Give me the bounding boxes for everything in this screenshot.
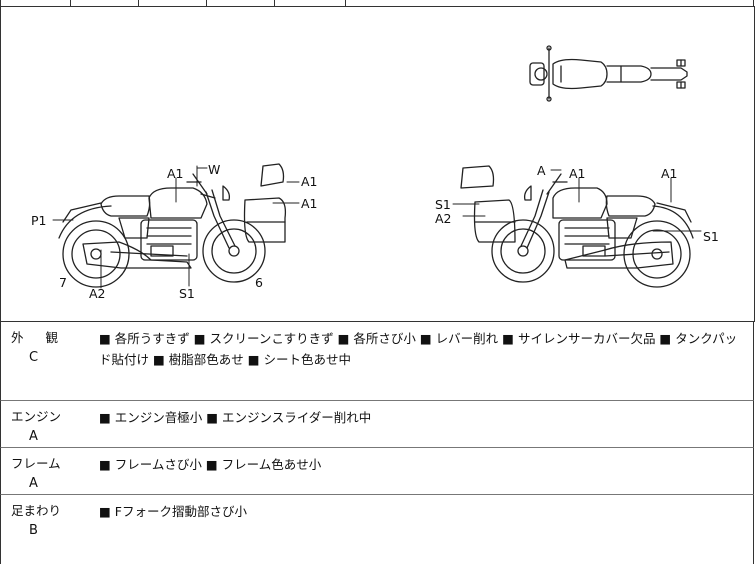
row-engine-label: エンジン — [11, 409, 62, 424]
label-a1-topbox: A1 — [301, 174, 318, 189]
row-frame: フレーム A ■ フレームさび小 ■ フレーム色あせ小 — [0, 448, 754, 495]
label-w: W — [208, 162, 220, 177]
row-frame-grade: A — [29, 476, 38, 491]
row-suspension-text: ■ Fフォーク摺動部さび小 — [99, 504, 247, 519]
row-suspension: 足まわり B ■ Fフォーク摺動部さび小 — [0, 495, 754, 564]
label-a1-tank: A1 — [167, 166, 184, 181]
label-a1-sidecase: A1 — [301, 196, 318, 211]
label-a2-sidecase: A2 — [435, 211, 452, 226]
damage-diagram: A1 W A1 A1 P1 7 A2 S1 6 A A1 A1 S1 A2 S1 — [0, 6, 755, 322]
label-s1: S1 — [179, 286, 195, 301]
row-engine-grade: A — [29, 429, 38, 444]
left-labels: A1 W A1 A1 P1 7 A2 S1 6 — [31, 162, 318, 301]
row-exterior-text: ■ 各所うすきず ■ スクリーンこすりきず ■ 各所さび小 ■ レバー削れ ■ … — [99, 331, 738, 367]
condition-table: 外観 C ■ 各所うすきず ■ スクリーンこすりきず ■ 各所さび小 ■ レバー… — [0, 322, 754, 564]
label-a2: A2 — [89, 286, 106, 301]
left-leader-lines — [52, 165, 300, 289]
row-engine: エンジン A ■ エンジン音極小 ■ エンジンスライダー削れ中 — [0, 401, 754, 448]
row-suspension-category: 足まわり B — [11, 501, 81, 541]
right-leader-lines — [452, 169, 702, 232]
label-a1-tank-right: A1 — [569, 166, 586, 181]
row-exterior-category: 外観 C — [11, 328, 81, 368]
motorcycle-diagram-svg: A1 W A1 A1 P1 7 A2 S1 6 A A1 A1 S1 A2 S1 — [31, 45, 719, 301]
label-6: 6 — [255, 275, 263, 290]
label-a1-seat-right: A1 — [661, 166, 678, 181]
row-exterior: 外観 C ■ 各所うすきず ■ スクリーンこすりきず ■ 各所さび小 ■ レバー… — [0, 322, 754, 401]
label-s1-muffler: S1 — [703, 229, 719, 244]
left-side-motorcycle-icon — [58, 163, 287, 288]
row-frame-category: フレーム A — [11, 454, 81, 494]
right-labels: A A1 A1 S1 A2 S1 — [435, 163, 719, 244]
previous-row-strip — [0, 0, 754, 7]
label-s1-topbox: S1 — [435, 197, 451, 212]
label-7: 7 — [59, 275, 67, 290]
row-frame-label: フレーム — [11, 456, 61, 471]
top-view-motorcycle-icon — [529, 45, 688, 102]
right-side-motorcycle-icon — [460, 165, 694, 288]
row-suspension-label: 足まわり — [11, 503, 62, 518]
row-exterior-grade: C — [29, 350, 39, 365]
row-suspension-grade: B — [29, 523, 38, 538]
label-a-lever: A — [537, 163, 546, 178]
row-exterior-label: 外観 — [11, 330, 81, 345]
row-frame-text: ■ フレームさび小 ■ フレーム色あせ小 — [99, 457, 322, 472]
row-engine-category: エンジン A — [11, 407, 81, 447]
row-engine-text: ■ エンジン音極小 ■ エンジンスライダー削れ中 — [99, 410, 372, 425]
label-p1: P1 — [31, 213, 47, 228]
